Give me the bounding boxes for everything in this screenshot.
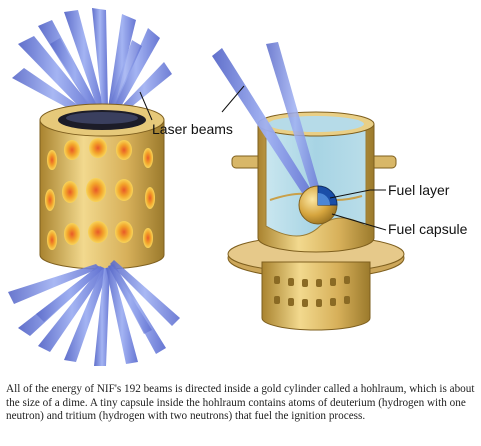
bottom-laser-beams bbox=[8, 260, 180, 366]
laser-beams-label: Laser beams bbox=[152, 121, 233, 137]
left-hohlraum bbox=[8, 8, 180, 366]
fuel-layer-callout: Fuel layer bbox=[329, 182, 450, 199]
cutaway-hohlraum bbox=[212, 42, 405, 331]
cutaway-laser-beams bbox=[212, 42, 324, 208]
fuel-capsule bbox=[298, 185, 338, 225]
figure-caption: All of the energy of NIF's 192 beams is … bbox=[6, 383, 475, 423]
fuel-layer-label: Fuel layer bbox=[388, 182, 450, 198]
hohlraum-holes bbox=[45, 138, 155, 250]
top-laser-beams bbox=[12, 8, 172, 120]
fuel-capsule-label: Fuel capsule bbox=[388, 221, 468, 237]
hohlraum-diagram: Laser beams Fuel layer Fuel capsule bbox=[8, 8, 468, 366]
laser-beams-callout: Laser beams bbox=[139, 85, 245, 137]
fuel-capsule-callout: Fuel capsule bbox=[331, 213, 468, 237]
